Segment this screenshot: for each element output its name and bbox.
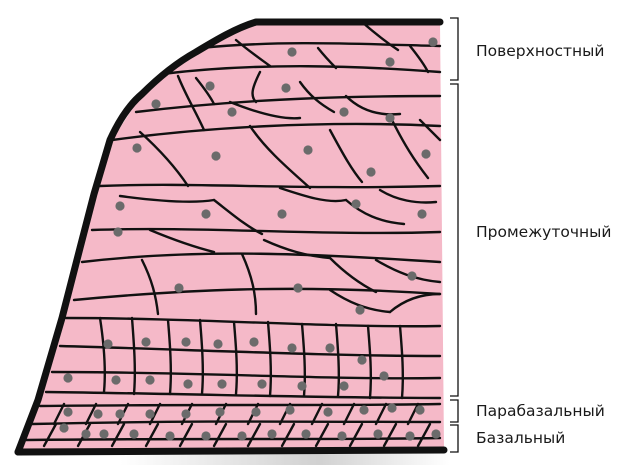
cell-nucleus — [113, 227, 122, 236]
cell-nucleus — [215, 407, 224, 416]
cell-nucleus — [115, 409, 124, 418]
cell-nucleus — [93, 409, 102, 418]
cell-nucleus — [183, 379, 192, 388]
cell-nucleus — [211, 151, 220, 160]
bracket-intermediate — [450, 84, 458, 396]
base-shadow — [120, 453, 450, 465]
label-basal: Базальный — [476, 429, 565, 447]
cell-nucleus — [297, 381, 306, 390]
cell-nucleus — [417, 209, 426, 218]
cell-nucleus — [285, 405, 294, 414]
cell-nucleus — [115, 201, 124, 210]
cell-nucleus — [431, 429, 440, 438]
label-intermediate: Промежуточный — [476, 223, 611, 241]
cell-nucleus — [267, 429, 276, 438]
cell-nucleus — [293, 283, 302, 292]
cell-nucleus — [217, 379, 226, 388]
cell-nucleus — [151, 99, 160, 108]
bracket-superficial — [450, 18, 458, 80]
cell-nucleus — [201, 209, 210, 218]
cell-nucleus — [103, 339, 112, 348]
cell-nucleus — [339, 381, 348, 390]
cell-nucleus — [181, 337, 190, 346]
cell-nucleus — [111, 375, 120, 384]
cell-nucleus — [385, 113, 394, 122]
cell-nucleus — [213, 339, 222, 348]
cell-nucleus — [287, 47, 296, 56]
cell-nucleus — [281, 83, 290, 92]
cell-nucleus — [355, 305, 364, 314]
cell-nucleus — [405, 431, 414, 440]
cell-nucleus — [415, 405, 424, 414]
cell-nucleus — [428, 37, 437, 46]
tissue-base-line — [18, 450, 444, 452]
cell-nucleus — [165, 431, 174, 440]
cell-nucleus — [181, 409, 190, 418]
bracket-parabasal — [450, 400, 458, 422]
cell-nucleus — [81, 429, 90, 438]
cell-nucleus — [59, 423, 68, 432]
cell-nucleus — [132, 143, 141, 152]
cell-nucleus — [287, 343, 296, 352]
label-superficial: Поверхностный — [476, 42, 604, 60]
cell-nucleus — [249, 337, 258, 346]
cell-nucleus — [366, 167, 375, 176]
cell-nucleus — [339, 107, 348, 116]
cell-nucleus — [63, 373, 72, 382]
cell-nucleus — [63, 407, 72, 416]
cell-nucleus — [237, 431, 246, 440]
cell-nucleus — [421, 149, 430, 158]
cell-nucleus — [323, 407, 332, 416]
cell-nucleus — [145, 375, 154, 384]
cell-nucleus — [129, 429, 138, 438]
cell-nucleus — [201, 431, 210, 440]
cell-nucleus — [325, 343, 334, 352]
cell-nucleus — [277, 209, 286, 218]
bracket-basal — [450, 425, 458, 452]
cell-nucleus — [359, 405, 368, 414]
cell-nucleus — [145, 409, 154, 418]
cell-nucleus — [357, 355, 366, 364]
cell-nucleus — [174, 283, 183, 292]
cell-nucleus — [205, 81, 214, 90]
cell-nucleus — [301, 429, 310, 438]
cell-nucleus — [141, 337, 150, 346]
cell-nucleus — [99, 429, 108, 438]
label-parabasal: Парабазальный — [476, 402, 605, 420]
cell-nucleus — [303, 145, 312, 154]
cell-nucleus — [257, 379, 266, 388]
cell-nucleus — [407, 271, 416, 280]
layer-brackets — [450, 18, 458, 452]
cell-nucleus — [251, 407, 260, 416]
cell-nucleus — [387, 403, 396, 412]
cell-nucleus — [337, 431, 346, 440]
cell-nucleus — [373, 429, 382, 438]
cell-nucleus — [351, 199, 360, 208]
cell-nucleus — [379, 371, 388, 380]
cell-nucleus — [227, 107, 236, 116]
cell-nucleus — [385, 57, 394, 66]
